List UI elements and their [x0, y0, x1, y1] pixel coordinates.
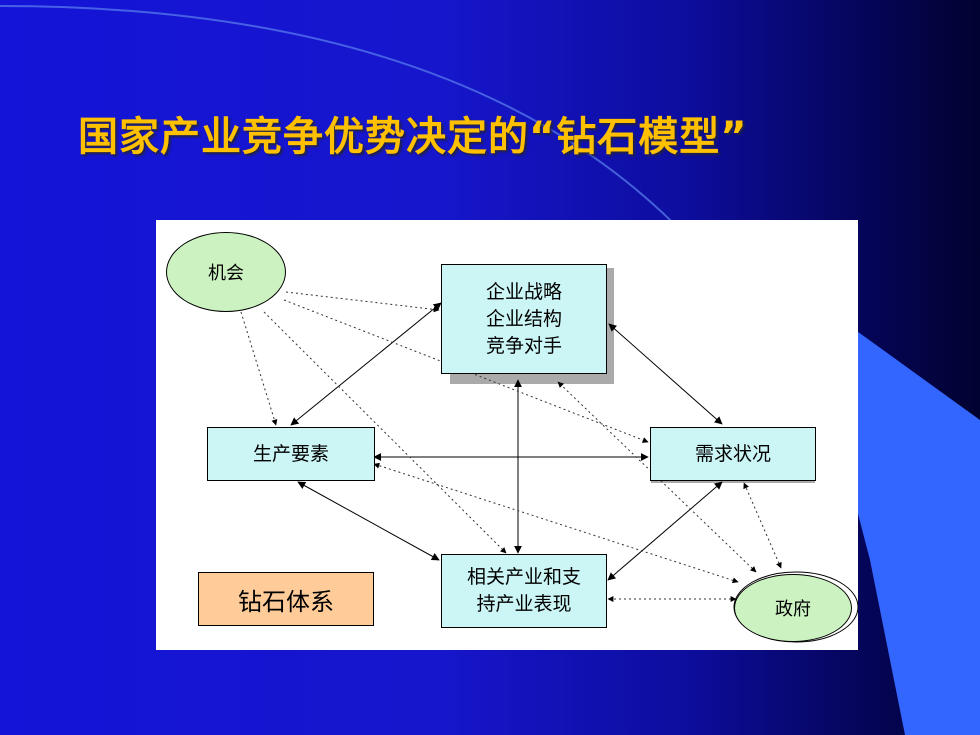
government-label: 政府	[775, 599, 811, 620]
legend-text: 钻石体系	[238, 587, 334, 616]
government-factors	[373, 462, 739, 584]
strategy-structure-rivalry-box: 企业战略 企业结构 竞争对手	[441, 264, 607, 374]
demand-label: 需求状况	[694, 442, 771, 465]
related-supporting-industries-box: 相关产业和支 持产业表现	[441, 554, 607, 628]
decor-curve-line	[0, 5, 691, 241]
link-factors-related	[297, 481, 440, 561]
chance-label: 机会	[208, 263, 244, 284]
strategy-line-2: 企业结构	[485, 307, 562, 330]
related-line-1: 相关产业和支	[466, 566, 581, 588]
strategy-line-3: 竞争对手	[485, 334, 562, 357]
demand-conditions-box: 需求状况	[650, 427, 816, 481]
diamond-system-label: 钻石体系	[198, 572, 374, 626]
slide-title: 国家产业竞争优势决定的“钻石模型”	[78, 114, 748, 160]
link-strategy-demand	[608, 323, 723, 425]
link-strategy-factors	[290, 302, 442, 426]
chance-to-factors	[240, 311, 278, 426]
factors-label: 生产要素	[252, 442, 329, 465]
government-node: 政府	[734, 574, 852, 642]
factor-conditions-box: 生产要素	[207, 427, 375, 481]
chance-to-related	[263, 311, 507, 554]
diamond-model-diagram: 机会 企业战略 企业结构 竞争对手 生产要素 需求状况 相关产业和支 持产业表现…	[156, 220, 858, 650]
link-demand-related	[607, 481, 723, 581]
government-demand	[743, 482, 782, 569]
strategy-line-1: 企业战略	[485, 280, 562, 303]
related-line-2: 持产业表现	[476, 593, 572, 615]
chance-to-strategy	[285, 291, 440, 313]
chance-node: 机会	[166, 232, 286, 312]
